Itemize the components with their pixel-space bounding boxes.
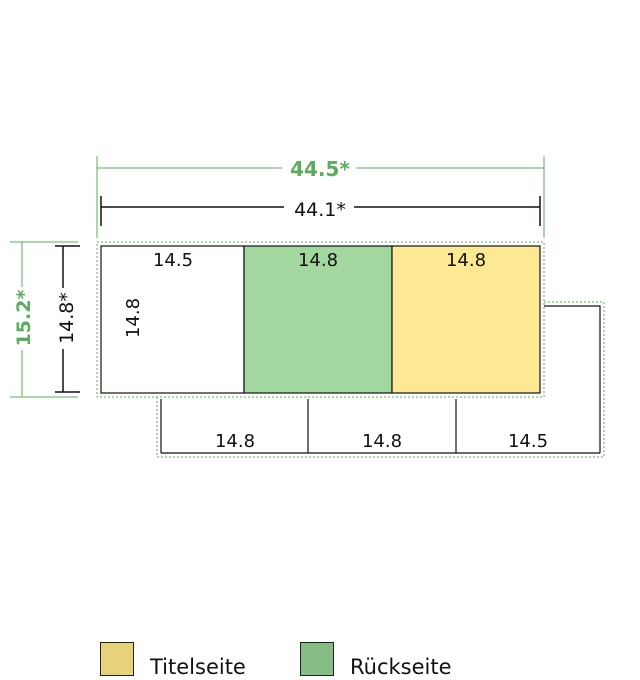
inner-width-dimension: 44.1* <box>100 196 541 226</box>
bottom-strip <box>160 305 601 454</box>
bottom-strip-bleed-outline <box>156 301 605 458</box>
panel-top-label-3: 14.8 <box>446 250 486 271</box>
outer-width-label: 44.5* <box>290 157 350 181</box>
panel-top-label-2: 14.8 <box>298 250 338 271</box>
legend-item-title: Titelseite <box>100 640 246 680</box>
panel-side-label: 14.8 <box>123 298 144 338</box>
inner-height-dimension: 14.8* <box>55 245 80 393</box>
panel-top-label-1: 14.5 <box>153 250 193 271</box>
legend-swatch-title <box>100 642 134 676</box>
panel-back-cover <box>243 245 393 394</box>
panel-bottom-label-3: 14.5 <box>508 431 548 452</box>
inner-height-label: 14.8* <box>56 292 78 344</box>
legend-item-back: Rückseite <box>300 640 452 680</box>
panel-bottom-label-1: 14.8 <box>215 431 255 452</box>
outer-width-dimension: 44.5* <box>96 156 545 238</box>
panel-inner-flap <box>100 245 245 394</box>
legend-label-back: Rückseite <box>350 655 452 679</box>
legend-label-title: Titelseite <box>150 655 246 679</box>
outer-height-label: 15.2* <box>13 290 35 347</box>
inner-width-label: 44.1* <box>294 199 346 221</box>
panel-title-cover <box>391 245 541 394</box>
panel-bottom-label-2: 14.8 <box>362 431 402 452</box>
outer-height-dimension: 15.2* <box>10 241 78 398</box>
legend-swatch-back <box>300 642 334 676</box>
top-strip-bleed-outline <box>96 241 545 398</box>
bottom-strip-right-edge <box>544 305 601 453</box>
